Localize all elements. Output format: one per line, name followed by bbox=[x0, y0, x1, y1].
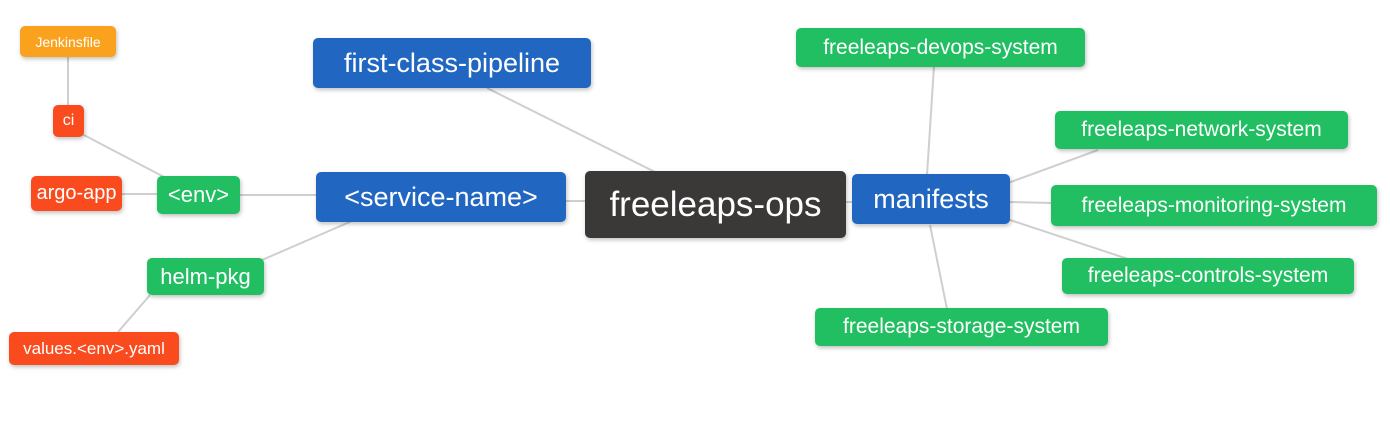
node-jenkinsfile[interactable]: Jenkinsfile bbox=[20, 26, 116, 57]
node-freeleaps-controls-system-label: freeleaps-controls-system bbox=[1087, 264, 1329, 287]
node-freeleaps-network-system-label: freeleaps-network-system bbox=[1081, 118, 1322, 141]
node-freeleaps-storage-system[interactable]: freeleaps-storage-system bbox=[815, 308, 1108, 346]
edge-manifests-network bbox=[1007, 149, 1099, 184]
edge-helm-pkg-service-name bbox=[261, 220, 353, 261]
node-freeleaps-controls-system[interactable]: freeleaps-controls-system bbox=[1062, 258, 1354, 294]
node-helm-pkg[interactable]: helm-pkg bbox=[147, 258, 264, 295]
node-freeleaps-storage-system-label: freeleaps-storage-system bbox=[843, 315, 1080, 338]
node-values-env-yaml-label: values.<env>.yaml bbox=[23, 338, 165, 358]
edge-ci-env bbox=[81, 133, 167, 179]
node-freeleaps-network-system[interactable]: freeleaps-network-system bbox=[1055, 111, 1348, 149]
node-freeleaps-ops-root[interactable]: freeleaps-ops bbox=[585, 171, 846, 238]
node-ci[interactable]: ci bbox=[53, 105, 84, 137]
node-freeleaps-devops-system[interactable]: freeleaps-devops-system bbox=[796, 28, 1085, 67]
node-env-label: <env> bbox=[167, 182, 230, 207]
edge-manifests-devops bbox=[926, 65, 935, 176]
node-freeleaps-monitoring-system-label: freeleaps-monitoring-system bbox=[1081, 193, 1347, 217]
node-jenkinsfile-label: Jenkinsfile bbox=[35, 33, 101, 50]
node-manifests[interactable]: manifests bbox=[852, 174, 1010, 224]
node-argo-app[interactable]: argo-app bbox=[31, 176, 122, 211]
node-argo-app-label: argo-app bbox=[36, 182, 117, 204]
node-first-class-pipeline-label: first-class-pipeline bbox=[343, 47, 561, 78]
node-ci-label: ci bbox=[62, 112, 75, 129]
node-freeleaps-devops-system-label: freeleaps-devops-system bbox=[823, 35, 1058, 59]
node-env[interactable]: <env> bbox=[157, 176, 240, 214]
edge-manifests-monitoring bbox=[1008, 201, 1054, 204]
node-freeleaps-ops-label: freeleaps-ops bbox=[609, 184, 822, 224]
node-manifests-label: manifests bbox=[873, 183, 989, 214]
node-first-class-pipeline[interactable]: first-class-pipeline bbox=[313, 38, 591, 88]
node-freeleaps-monitoring-system[interactable]: freeleaps-monitoring-system bbox=[1051, 185, 1377, 226]
node-service-name[interactable]: <service-name> bbox=[316, 172, 566, 222]
node-service-name-label: <service-name> bbox=[344, 181, 538, 212]
edge-values-helm-pkg bbox=[117, 294, 151, 333]
edge-manifests-controls bbox=[1006, 218, 1129, 260]
edge-manifests-storage bbox=[929, 224, 948, 310]
node-values-env-yaml[interactable]: values.<env>.yaml bbox=[9, 332, 179, 365]
node-helm-pkg-label: helm-pkg bbox=[160, 263, 251, 289]
edge-pipeline-root bbox=[486, 87, 656, 173]
